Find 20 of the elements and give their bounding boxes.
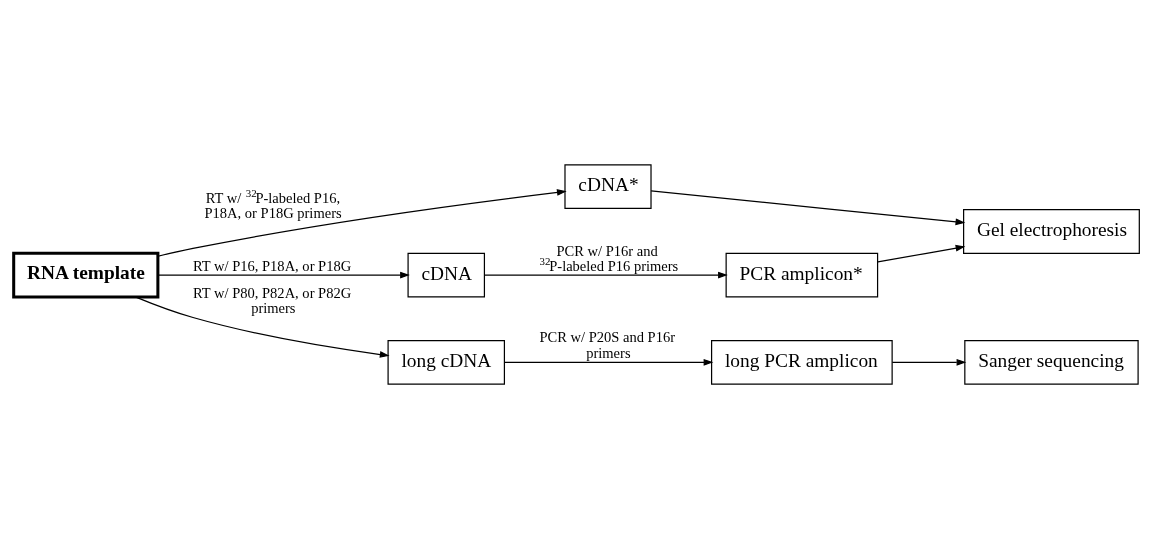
arrow [891,358,967,366]
edge-label: RT w/ $^{32}$P-labeled P16, P18A, or P18G primers [204,186,342,221]
arrow [157,271,410,278]
node-box: RNA template [12,251,160,298]
edge-label: RT w/ P80, P82A, or P82G primers [193,284,352,316]
edge-label: PCR w/ P20S and P16r primers [539,328,676,361]
arrow [483,271,728,278]
node-box: PCR amplicon* [725,252,879,298]
arrow [650,189,966,225]
node-box: Sanger sequencing [964,339,1139,385]
arrow [157,188,567,257]
node-box: cDNA [407,252,486,298]
node-box: Gel electrophoresis [963,208,1140,254]
arrow [504,358,714,366]
arrow [135,295,390,358]
node-box: cDNA* [564,163,652,209]
node-box: long PCR amplicon [711,339,893,385]
arrow [877,244,966,262]
edge-label: RT w/ P16, P18A, or P18G [193,257,352,274]
node-box: long cDNA [387,339,505,385]
